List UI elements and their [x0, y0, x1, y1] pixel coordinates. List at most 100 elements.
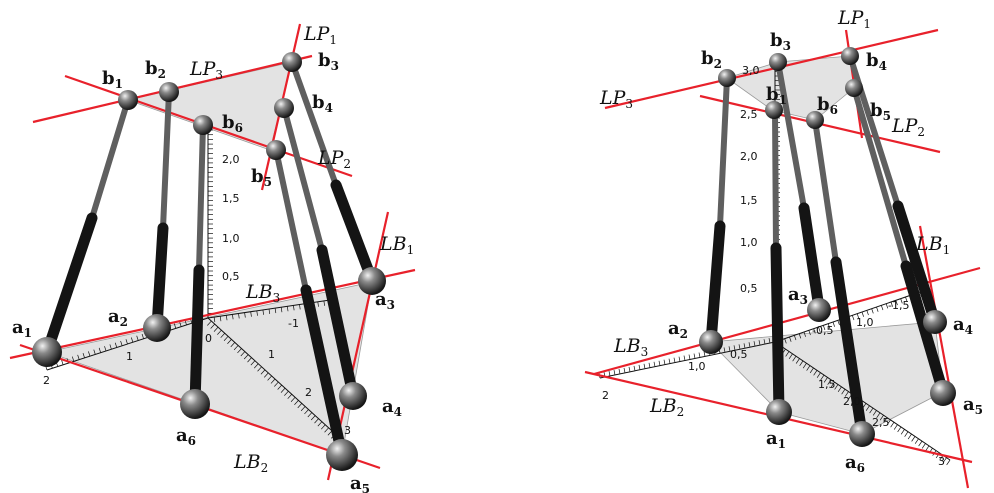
- axis-tick-mark: [832, 321, 835, 327]
- left-joint-a6: [180, 389, 210, 419]
- axis-tick-mark: [897, 426, 902, 433]
- axis-tick-mark: [274, 381, 279, 387]
- right-base-polygon: [709, 321, 944, 435]
- axis-tick-mark: [130, 337, 134, 343]
- axis-tick-mark: [914, 438, 919, 444]
- axis-tick-mark: [240, 351, 246, 357]
- axis-tick-mark: [250, 311, 252, 317]
- right-vtick-3: 1,5: [740, 194, 758, 207]
- axis-tick-mark: [883, 417, 888, 423]
- axis-tick-mark: [905, 296, 908, 302]
- axis-tick-mark: [876, 306, 879, 312]
- axis-tick-mark: [788, 353, 793, 359]
- left-leg-1-upper: [89, 97, 131, 221]
- left-label-lp1: LP1: [303, 23, 337, 47]
- axis-tick-mark: [703, 351, 706, 357]
- axis-tick-mark: [88, 351, 91, 357]
- axis-tick-mark: [317, 421, 323, 427]
- right-label-b3: b3: [770, 30, 791, 53]
- axis-tick-mark: [784, 338, 787, 344]
- right-leg-2-upper: [717, 75, 730, 229]
- right-joint-a4: [923, 310, 947, 334]
- right-label-a4: a4: [953, 314, 973, 337]
- axis-tick-mark: [219, 316, 222, 322]
- axis-tick-mark: [270, 378, 276, 384]
- axis-tick-mark: [802, 363, 807, 369]
- right-joint-b3: [769, 53, 787, 71]
- axis-tick-mark: [77, 354, 80, 360]
- axis-tick-mark: [207, 320, 212, 326]
- right-vtick-6: 3,0: [742, 64, 760, 77]
- left-panel: 0,5 1,0 1,5 2,0 1 2 1 2 3 -1 0 b1 b2 b3 …: [9, 23, 416, 493]
- axis-tick-mark: [886, 419, 891, 426]
- axis-tick-mark: [830, 381, 835, 388]
- axis-tick-mark: [244, 312, 246, 318]
- left-joint-b2: [159, 82, 179, 102]
- axis-tick-mark: [247, 357, 252, 363]
- axis-tick-mark: [816, 372, 821, 378]
- left-btick-1: -1: [288, 317, 299, 330]
- axis-tick-mark: [683, 355, 686, 361]
- right-rtick-2: 2,0: [843, 395, 861, 408]
- left-legs: [41, 59, 378, 461]
- axis-tick-mark: [925, 445, 930, 452]
- right-rtick-3: 2,5: [872, 416, 890, 429]
- axis-tick-mark: [93, 349, 96, 355]
- right-ftick-1: 0,5: [730, 348, 748, 361]
- axis-tick-mark: [104, 346, 107, 352]
- axis-tick-mark: [238, 313, 240, 319]
- axis-tick-mark: [256, 310, 258, 316]
- axis-tick-mark: [233, 345, 239, 351]
- axis-tick-mark: [299, 304, 301, 310]
- right-label-lp3: LP3: [599, 87, 633, 111]
- right-btick-2: 1,0: [856, 316, 874, 329]
- axis-tick-mark: [267, 375, 272, 381]
- axis-tick-mark: [865, 405, 870, 411]
- axis-tick-mark: [82, 353, 85, 358]
- left-label-lp3: LP3: [189, 58, 223, 82]
- left-label-b4: b4: [312, 92, 333, 115]
- axis-tick-mark: [658, 360, 661, 366]
- right-vtick-1: 0,5: [740, 282, 758, 295]
- axis-tick-mark: [856, 313, 860, 319]
- left-leg-4-upper: [281, 105, 325, 253]
- axis-tick-mark: [262, 309, 264, 315]
- right-leg-5-lower: [900, 260, 949, 398]
- left-label-a2: a2: [108, 306, 128, 329]
- left-label-lb3: LB3: [245, 281, 280, 305]
- axis-tick-mark: [668, 358, 671, 364]
- right-ftick-2: 1,0: [688, 360, 706, 373]
- left-label-lp2: LP2: [317, 147, 351, 171]
- axis-tick-mark: [753, 341, 756, 347]
- axis-tick-mark: [257, 366, 262, 372]
- right-label-b2: b2: [701, 48, 722, 71]
- axis-tick-mark: [693, 353, 696, 359]
- left-btick-2: 0: [205, 332, 212, 345]
- right-leg-5-upper: [851, 85, 909, 269]
- right-leg-4-lower: [892, 200, 941, 328]
- axis-tick-mark: [798, 333, 802, 339]
- left-joint-a2: [143, 314, 171, 342]
- axis-tick-mark: [827, 379, 832, 385]
- right-joint-b1: [765, 101, 783, 119]
- axis-tick-mark: [758, 340, 761, 346]
- axis-tick-mark: [813, 370, 818, 376]
- axis-tick-mark: [942, 457, 947, 463]
- axis-tick-mark: [895, 300, 898, 306]
- axis-tick-mark: [733, 345, 736, 351]
- right-front-axis: [599, 341, 776, 379]
- axis-tick-mark: [323, 300, 325, 306]
- right-joint-b5: [845, 79, 863, 97]
- right-label-b4: b4: [866, 50, 887, 73]
- axis-tick-mark: [823, 325, 826, 331]
- axis-tick-mark: [232, 314, 234, 320]
- axis-tick-mark: [638, 364, 641, 370]
- axis-tick-mark: [310, 415, 316, 421]
- right-label-lp1: LP1: [837, 7, 871, 31]
- right-label-b5: b5: [870, 100, 891, 123]
- axis-tick-mark: [820, 374, 825, 381]
- axis-tick-mark: [61, 359, 64, 365]
- right-joints: [699, 47, 956, 447]
- axis-tick-mark: [300, 406, 306, 412]
